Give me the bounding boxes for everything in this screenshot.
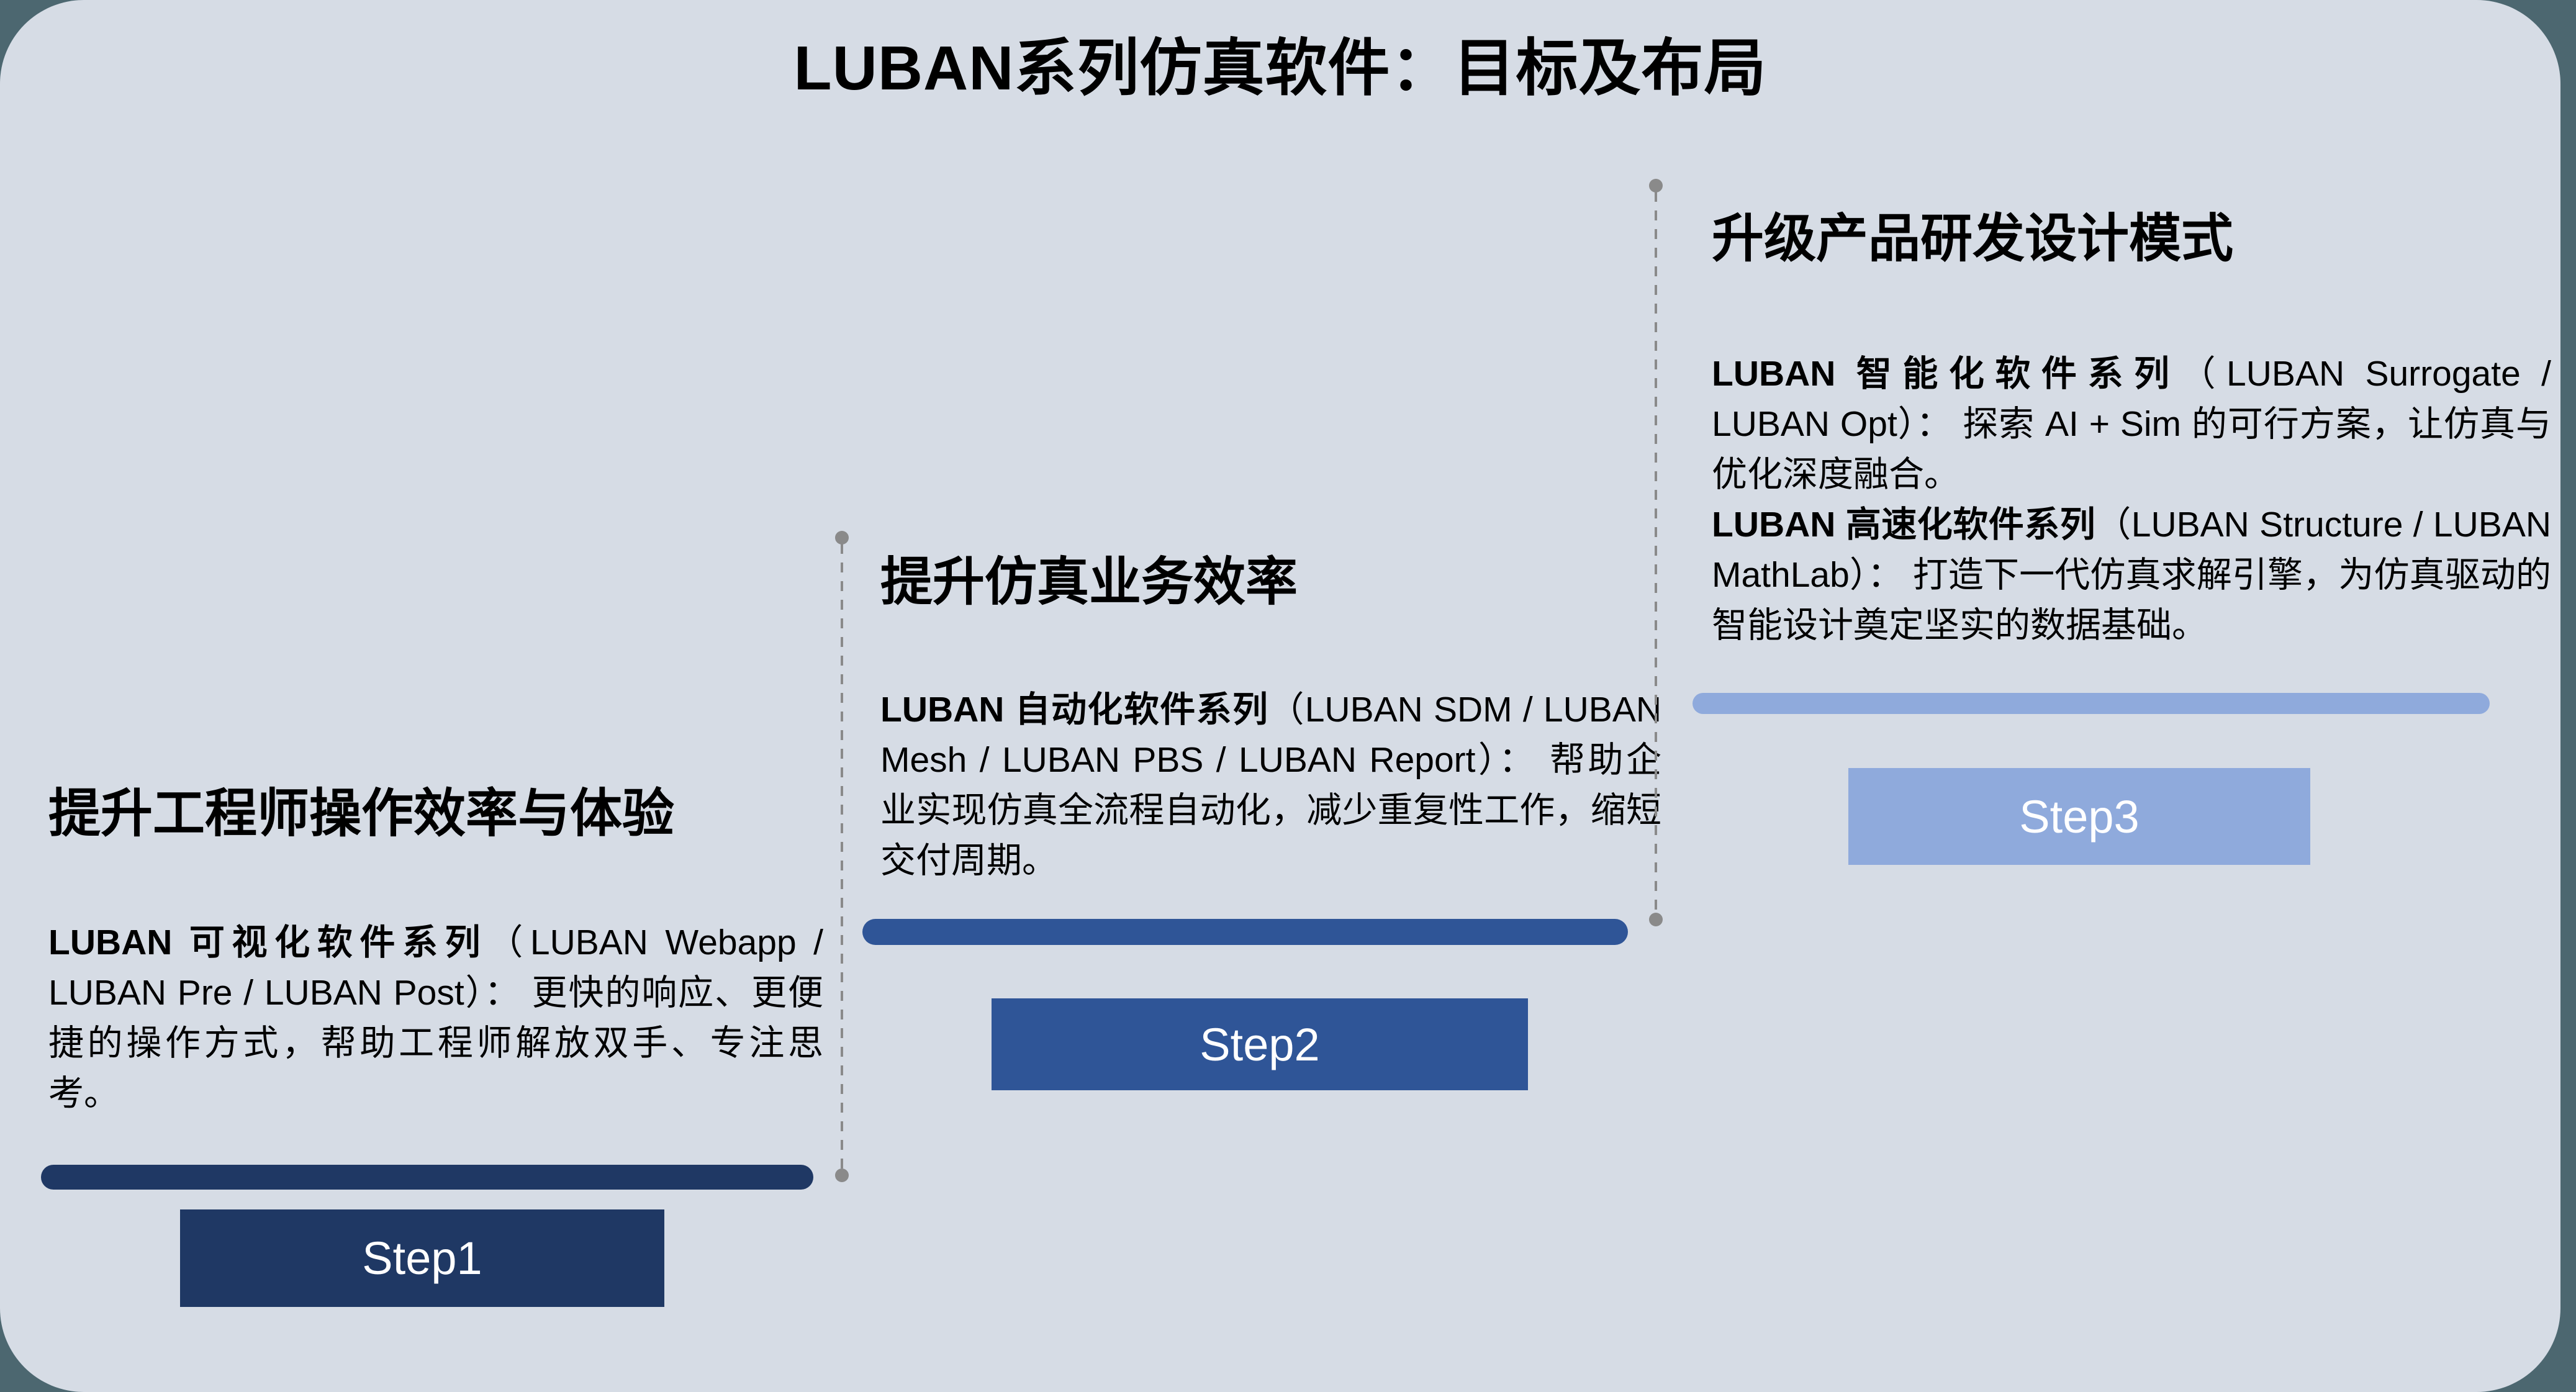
step-3-heading: 升级产品研发设计模式 [1712, 209, 2234, 268]
connector-1-top-dot [835, 531, 849, 545]
connector-line-2 [1655, 192, 1657, 917]
step-1-heading: 提升工程师操作效率与体验 [48, 784, 675, 843]
step-3-series-2-name: LUBAN 高速化软件系列 [1712, 505, 2096, 545]
step-2-heading: 提升仿真业务效率 [880, 553, 1298, 611]
connector-1-bottom-dot [835, 1168, 849, 1182]
step-1-label: Step1 [362, 1232, 482, 1284]
step-3-series-1-text: （LUBAN Surrogate / LUBAN Opt）： 探索 AI + S… [1712, 354, 2551, 494]
step-2-badge: Step2 [992, 998, 1528, 1090]
connector-line-1 [841, 544, 843, 1172]
connector-2-bottom-dot [1649, 913, 1663, 926]
step-2-description: LUBAN 自动化软件系列（LUBAN SDM / LUBAN Mesh / L… [880, 685, 1661, 886]
step-3-label: Step3 [2019, 790, 2140, 843]
step-3-series-1-name: LUBAN 智能化软件系列 [1712, 354, 2181, 394]
slide-title: LUBAN系列仿真软件：目标及布局 [793, 34, 1767, 103]
step-1-timeline-bar [41, 1165, 813, 1190]
step-1-series-text: （LUBAN Webapp / LUBAN Pre / LUBAN Post）：… [48, 923, 823, 1113]
connector-2-top-dot [1649, 179, 1663, 192]
step-1-series-name: LUBAN 可视化软件系列 [48, 923, 488, 962]
step-2-timeline-bar [862, 919, 1628, 945]
step-3-series-2-text: （LUBAN Structure / LUBAN MathLab）： 打造下一代… [1712, 505, 2551, 645]
step-2-label: Step2 [1200, 1018, 1320, 1070]
step-1-badge: Step1 [180, 1209, 664, 1307]
step-3-badge: Step3 [1848, 768, 2310, 865]
step-3-timeline-bar [1692, 693, 2490, 714]
step-2-series-text: （LUBAN SDM / LUBAN Mesh / LUBAN PBS / LU… [880, 690, 1661, 880]
step-1-description: LUBAN 可视化软件系列（LUBAN Webapp / LUBAN Pre /… [48, 918, 823, 1119]
step-3-description: LUBAN 智能化软件系列（LUBAN Surrogate / LUBAN Op… [1712, 349, 2551, 651]
step-2-series-name: LUBAN 自动化软件系列 [880, 690, 1269, 730]
